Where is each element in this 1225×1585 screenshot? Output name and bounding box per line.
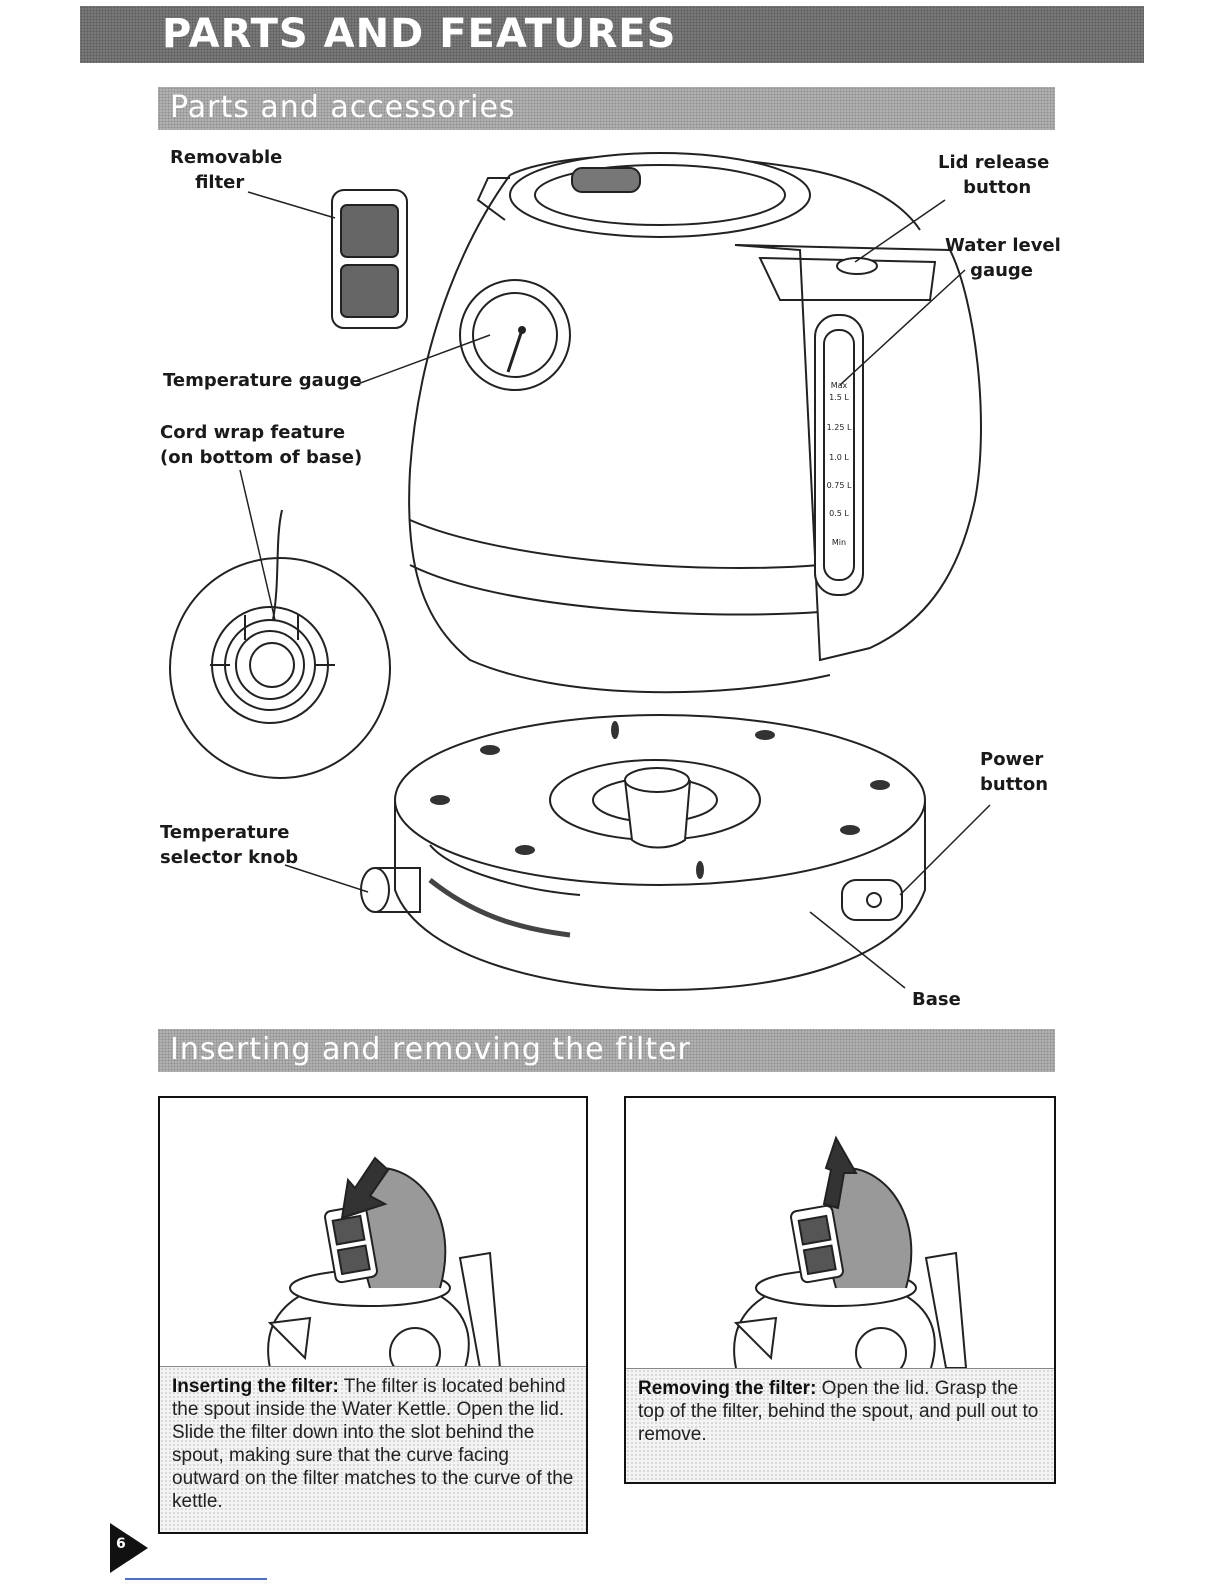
caption-removing-heading: Removing the filter: — [638, 1378, 817, 1399]
page-title: PARTS AND FEATURES — [162, 11, 677, 57]
kettle-diagram: Max 1.5 L 1.25 L 1.0 L 0.75 L 0.5 L Min — [169, 152, 991, 992]
section-title-filter: Inserting and removing the filter — [170, 1032, 691, 1067]
gauge-mark-0-75: 0.75 L — [827, 481, 852, 490]
page-number: 6 — [116, 1536, 126, 1552]
callout-removable-filter: Removable filter — [170, 147, 283, 193]
gauge-mark-max: Max — [831, 381, 848, 390]
gauge-mark-0-5: 0.5 L — [829, 509, 849, 518]
section-title-parts: Parts and accessories — [170, 90, 516, 125]
section-bar-parts: Parts and accessories — [158, 87, 1055, 130]
caption-inserting-filter: Inserting the filter: The filter is loca… — [160, 1366, 586, 1532]
gauge-mark-min: Min — [832, 538, 846, 547]
callout-power-button: Power button — [980, 749, 1049, 795]
cord-wrap-illustration — [169, 509, 391, 779]
section-bar-filter: Inserting and removing the filter — [158, 1029, 1055, 1072]
leader-lines — [239, 191, 991, 989]
callout-temperature-selector-knob: Temperature selector knob — [160, 822, 299, 868]
header-banner: PARTS AND FEATURES — [80, 6, 1144, 63]
page-rule — [125, 1578, 267, 1580]
caption-inserting-heading: Inserting the filter: — [172, 1376, 339, 1397]
gauge-mark-1-5: 1.5 L — [829, 393, 849, 402]
kettle-body-illustration — [408, 152, 982, 694]
gauge-mark-1-0: 1.0 L — [829, 453, 849, 462]
panel-inserting-filter: Inserting the filter: The filter is loca… — [158, 1096, 588, 1534]
caption-inserting-text: The filter is located behind the spout i… — [172, 1376, 574, 1512]
callout-lid-release-button: Lid release button — [938, 152, 1050, 198]
inserting-filter-illustration — [267, 1156, 502, 1379]
removing-filter-illustration — [733, 1135, 968, 1378]
removable-filter-illustration — [331, 189, 408, 329]
caption-removing-text: Open the lid. Grasp the top of the filte… — [638, 1378, 1039, 1445]
callout-water-level-gauge: Water level gauge — [945, 235, 1061, 281]
gauge-mark-1-25: 1.25 L — [827, 423, 852, 432]
page-marker-triangle — [110, 1523, 148, 1573]
callout-cord-wrap: Cord wrap feature (on bottom of base) — [160, 422, 363, 468]
base-illustration — [360, 714, 926, 992]
caption-removing-filter: Removing the filter: Open the lid. Grasp… — [626, 1368, 1054, 1482]
callout-base: Base — [912, 989, 961, 1010]
panel-removing-filter: Removing the filter: Open the lid. Grasp… — [624, 1096, 1056, 1484]
callout-temperature-gauge: Temperature gauge — [163, 370, 362, 391]
